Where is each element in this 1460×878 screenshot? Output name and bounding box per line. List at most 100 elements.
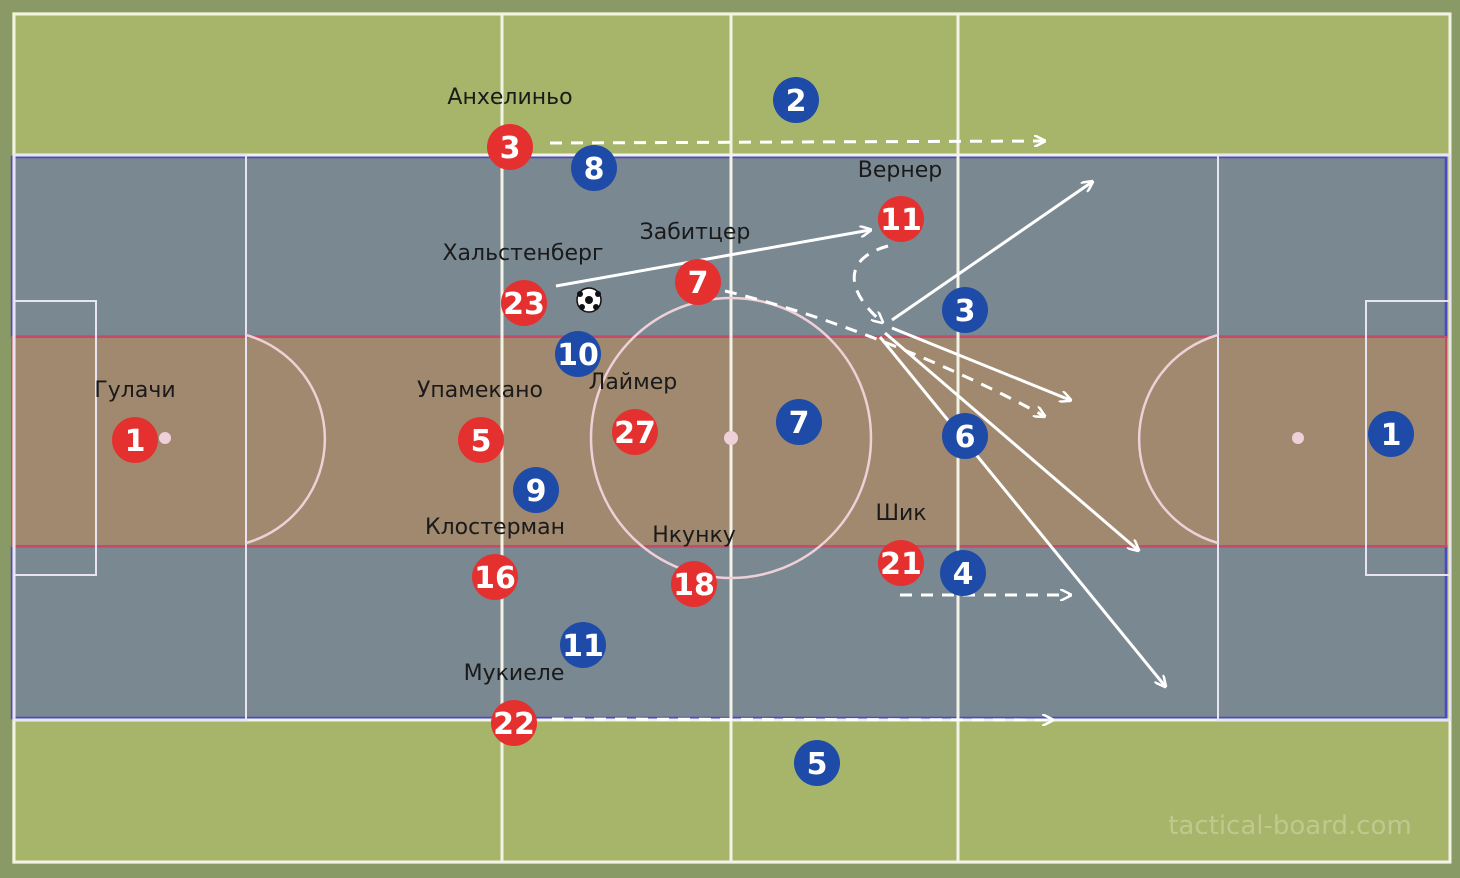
arrow-run-7 (724, 289, 1044, 416)
arrow-option-4 (878, 336, 1165, 686)
player-blue-6[interactable]: 6 (942, 413, 988, 459)
player-name-label: Упамекано (417, 378, 543, 403)
player-number: 1 (1381, 418, 1402, 453)
player-number: 27 (614, 416, 656, 451)
player-number: 18 (673, 568, 715, 603)
player-red-11[interactable]: 11 Вернер (858, 158, 942, 242)
player-token[interactable] (491, 700, 537, 746)
player-token[interactable] (942, 413, 988, 459)
player-blue-9[interactable]: 9 (513, 467, 559, 513)
player-number: 5 (471, 424, 492, 459)
player-number: 7 (688, 266, 709, 301)
player-name-label: Клостерман (425, 515, 565, 540)
player-red-18[interactable]: 18 Нкунку (652, 523, 736, 607)
player-red-22[interactable]: 22 Мукиеле (464, 661, 565, 746)
player-token[interactable] (942, 287, 988, 333)
player-token[interactable] (675, 259, 721, 305)
penalty-arc-right (1137, 333, 1219, 545)
arrow-option-2 (891, 326, 1070, 400)
player-blue-8[interactable]: 8 (571, 145, 617, 191)
player-number: 11 (562, 629, 604, 664)
player-token[interactable] (773, 77, 819, 123)
player-token[interactable] (555, 331, 601, 377)
player-red-1[interactable]: 1 Гулачи (94, 378, 176, 463)
player-number: 9 (526, 474, 547, 509)
player-red-23[interactable]: 23 Хальстенберг (442, 241, 604, 326)
player-token[interactable] (878, 196, 924, 242)
player-token[interactable] (878, 540, 924, 586)
player-token[interactable] (458, 417, 504, 463)
player-number: 2 (786, 84, 807, 119)
player-number: 7 (789, 406, 810, 441)
player-name-label: Нкунку (652, 523, 736, 548)
player-red-3[interactable]: 3 Анхелиньо (447, 85, 573, 170)
arrow-option-1 (891, 182, 1092, 322)
player-blue-7[interactable]: 7 (776, 399, 822, 445)
player-token[interactable] (501, 280, 547, 326)
arrow-run-11 (852, 244, 889, 322)
wing-zone-bottom (10, 544, 1448, 720)
player-token[interactable] (794, 740, 840, 786)
player-number: 5 (807, 747, 828, 782)
player-red-7[interactable]: 7 Забитцер (640, 220, 751, 305)
center-spot (724, 431, 738, 445)
player-red-21[interactable]: 21 Шик (875, 501, 927, 586)
player-name-label: Хальстенберг (442, 241, 603, 266)
red-team: 1 Гулачи 5 Упамекано 3 Анхелиньо 23 Хальстенбер… (94, 85, 942, 746)
penalty-areas (13, 154, 1451, 721)
player-token[interactable] (560, 622, 606, 668)
player-red-5[interactable]: 5 Упамекано (417, 378, 543, 463)
player-token[interactable] (487, 124, 533, 170)
player-name-label: Анхелиньо (447, 85, 572, 110)
player-blue-10[interactable]: 10 (555, 331, 601, 377)
player-number: 11 (880, 203, 922, 238)
player-token[interactable] (472, 554, 518, 600)
wing-zone-top (10, 155, 1448, 339)
player-red-16[interactable]: 16 Клостерман (425, 515, 565, 600)
player-token[interactable] (513, 467, 559, 513)
player-name-label: Забитцер (640, 220, 751, 245)
player-number: 3 (500, 131, 521, 166)
watermark: tactical-board.com (1168, 811, 1412, 841)
player-blue-1[interactable]: 1 (1368, 411, 1414, 457)
player-token[interactable] (671, 561, 717, 607)
penalty-spot-right (1292, 432, 1304, 444)
player-blue-3[interactable]: 3 (942, 287, 988, 333)
player-token[interactable] (1368, 411, 1414, 457)
penalty-spot-left (159, 432, 171, 444)
penalty-arc-left (245, 333, 327, 545)
movement-arrows (549, 141, 1165, 720)
soccer-ball-icon[interactable] (576, 287, 602, 313)
arrow-option-3 (884, 331, 1138, 550)
player-blue-11[interactable]: 11 (560, 622, 606, 668)
blue-team: 2 8 10 9 11 5 7 3 6 4 1 (513, 77, 1414, 786)
player-name-label: Вернер (858, 158, 942, 183)
player-number: 23 (503, 287, 545, 322)
player-blue-5[interactable]: 5 (794, 740, 840, 786)
player-name-label: Мукиеле (464, 661, 565, 686)
player-blue-4[interactable]: 4 (940, 550, 986, 596)
player-number: 21 (880, 547, 922, 582)
player-name-label: Лаймер (589, 370, 677, 395)
center-circle (589, 296, 873, 580)
player-token[interactable] (571, 145, 617, 191)
player-blue-2[interactable]: 2 (773, 77, 819, 123)
player-number: 10 (557, 338, 599, 373)
player-number: 3 (955, 294, 976, 329)
player-number: 8 (584, 152, 605, 187)
player-number: 6 (955, 420, 976, 455)
player-number: 1 (125, 424, 146, 459)
player-token[interactable] (112, 417, 158, 463)
player-name-label: Гулачи (94, 378, 175, 403)
player-token[interactable] (776, 399, 822, 445)
player-token[interactable] (940, 550, 986, 596)
player-token[interactable] (612, 409, 658, 455)
player-number: 22 (493, 707, 535, 742)
player-number: 16 (474, 561, 516, 596)
player-number: 4 (953, 557, 974, 592)
player-name-label: Шик (875, 501, 926, 526)
player-red-27[interactable]: 27 Лаймер (589, 370, 677, 455)
arrow-pass-23-to-11 (555, 230, 870, 288)
pitch-arcs (245, 296, 1219, 580)
